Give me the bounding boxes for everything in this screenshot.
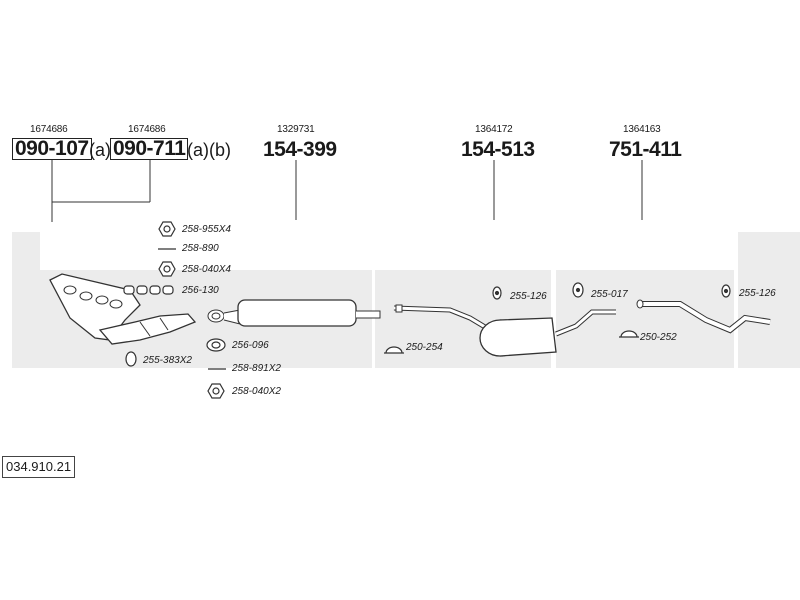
part-suffix: (a): [89, 140, 111, 160]
fitting-code[interactable]: 258-891X2: [232, 363, 281, 374]
fitting-code[interactable]: 255-383X2: [143, 355, 192, 366]
fitting-code[interactable]: 258-955X4: [182, 224, 231, 235]
assembly-ref: 1674686: [128, 124, 166, 135]
clamp-icon: [620, 330, 638, 338]
assembly-ref: 1674686: [30, 124, 68, 135]
spring-icon: [125, 351, 137, 367]
fitting-code[interactable]: 258-040X2: [232, 386, 281, 397]
fitting-code[interactable]: 250-254: [406, 342, 443, 353]
fitting-code[interactable]: 258-040X4: [182, 264, 231, 275]
catalog-number: 034.910.21: [2, 456, 76, 478]
fitting-code[interactable]: 258-890: [182, 243, 219, 254]
part-number-boxed[interactable]: 090-107: [12, 137, 92, 161]
part-number[interactable]: 154-513: [461, 138, 535, 161]
part-number[interactable]: 154-399: [263, 138, 337, 161]
assembly-ref: 1364172: [475, 124, 513, 135]
assembly-ref: 1364163: [623, 124, 661, 135]
fitting-code[interactable]: 256-096: [232, 340, 269, 351]
part-suffix: (a)(b): [187, 140, 231, 160]
fitting-code[interactable]: 255-017: [591, 289, 628, 300]
part-number-boxed[interactable]: 090-711: [110, 137, 189, 161]
fitting-code[interactable]: 255-126: [739, 288, 776, 299]
fitting-code[interactable]: 250-252: [640, 332, 677, 343]
background-band: [738, 232, 800, 368]
part-number[interactable]: 751-411: [609, 138, 682, 161]
fitting-code[interactable]: 255-126: [510, 291, 547, 302]
clamp-icon: [385, 346, 403, 354]
gasket-icon: [123, 285, 174, 295]
assembly-ref: 1329731: [277, 124, 315, 135]
fitting-code[interactable]: 256-130: [182, 285, 219, 296]
